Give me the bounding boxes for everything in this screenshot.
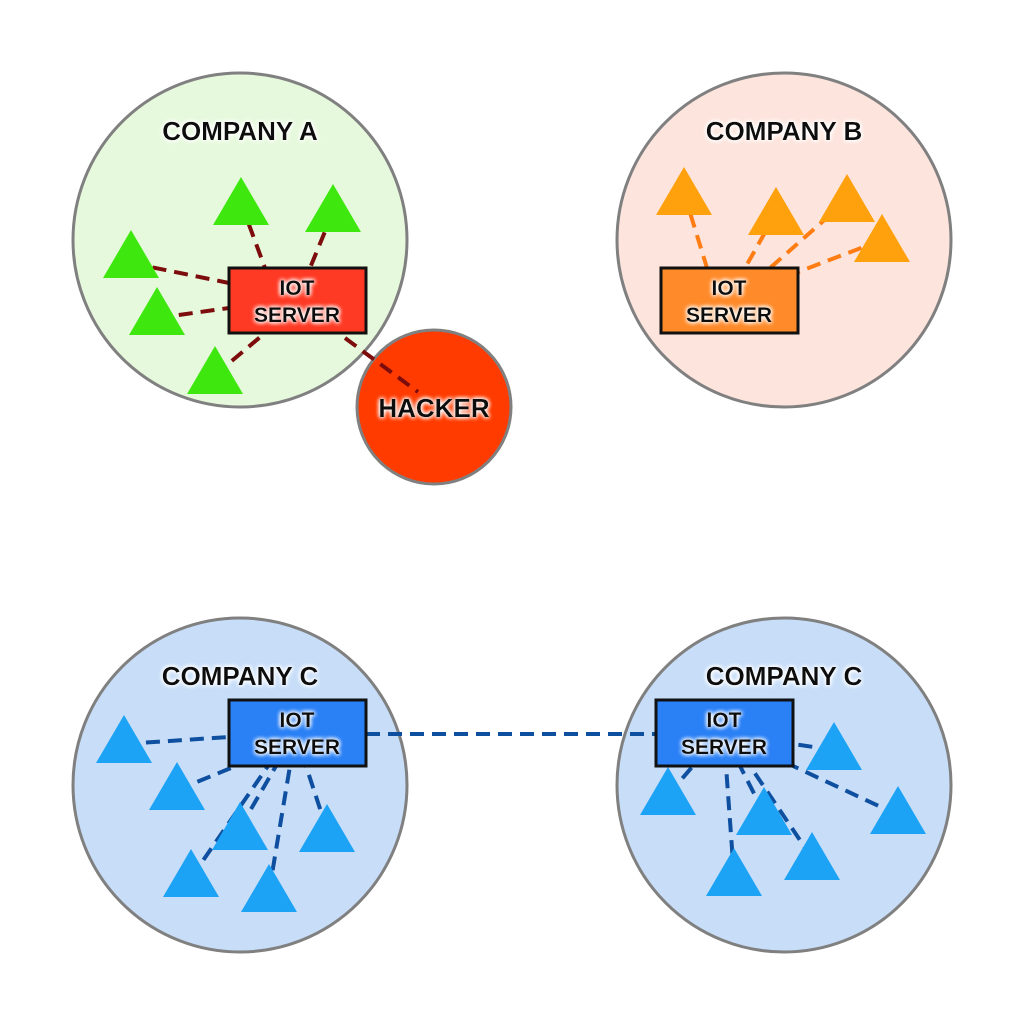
company-b-label: COMPANY B <box>706 116 863 146</box>
device-link <box>123 735 230 746</box>
company-b-server-line1: IOT <box>712 277 747 300</box>
iot-device-icon <box>103 230 159 278</box>
company-c-left-server-line1: IOT <box>280 709 315 732</box>
company-a-server-line2: SERVER <box>254 304 340 327</box>
iot-device-icon <box>806 722 862 770</box>
device-link <box>130 261 230 285</box>
company-c-right-server-line2: SERVER <box>681 736 767 759</box>
iot-device-icon <box>241 864 297 912</box>
iot-device-icon <box>299 804 355 852</box>
company-b-server-line2: SERVER <box>686 304 772 327</box>
company-b-devices <box>656 167 910 262</box>
device-link <box>724 765 736 877</box>
hacker-link <box>343 336 420 394</box>
company-c-right-devices <box>640 722 926 896</box>
hacker-label: HACKER <box>378 393 489 423</box>
iot-device-icon <box>656 167 712 215</box>
iot-device-icon <box>149 762 205 810</box>
company-a-label: COMPANY A <box>162 116 318 146</box>
company-c-left-label: COMPANY C <box>162 661 319 691</box>
company-c-right-server: IOT SERVER <box>654 698 795 768</box>
device-link <box>792 764 899 817</box>
hacker-circle <box>355 328 513 486</box>
company-a-server: IOT SERVER <box>227 266 368 335</box>
company-a-server-line1: IOT <box>280 277 315 300</box>
company-b-server: IOT SERVER <box>659 266 800 335</box>
device-link <box>768 198 849 270</box>
iot-device-icon <box>854 214 910 262</box>
iot-device-icon <box>870 786 926 834</box>
iot-device-icon <box>163 849 219 897</box>
company-c-left-server-box <box>227 698 368 768</box>
iot-device-icon <box>213 177 269 225</box>
iot-device-icon <box>187 346 243 394</box>
company-c-right-server-line1: IOT <box>707 709 742 732</box>
iot-device-icon <box>784 832 840 880</box>
company-c-right-label: COMPANY C <box>706 661 863 691</box>
iot-device-icon <box>640 767 696 815</box>
company-a-devices <box>103 177 361 394</box>
iot-device-icon <box>706 848 762 896</box>
company-a-server-box <box>227 266 368 335</box>
company-c-left-server: IOT SERVER <box>227 698 368 768</box>
company-b-server-box <box>659 266 800 335</box>
iot-device-icon <box>96 715 152 763</box>
company-c-left-server-line2: SERVER <box>254 736 340 759</box>
iot-device-icon <box>748 187 804 235</box>
device-link <box>797 238 883 274</box>
company-c-right-server-box <box>654 698 795 768</box>
iot-device-icon <box>212 802 268 850</box>
company-c-left-devices <box>96 715 355 912</box>
iot-device-icon <box>736 787 792 835</box>
device-link <box>748 764 814 860</box>
iot-device-icon <box>305 184 361 232</box>
iot-device-icon <box>129 287 185 335</box>
iot-device-icon <box>819 174 875 222</box>
